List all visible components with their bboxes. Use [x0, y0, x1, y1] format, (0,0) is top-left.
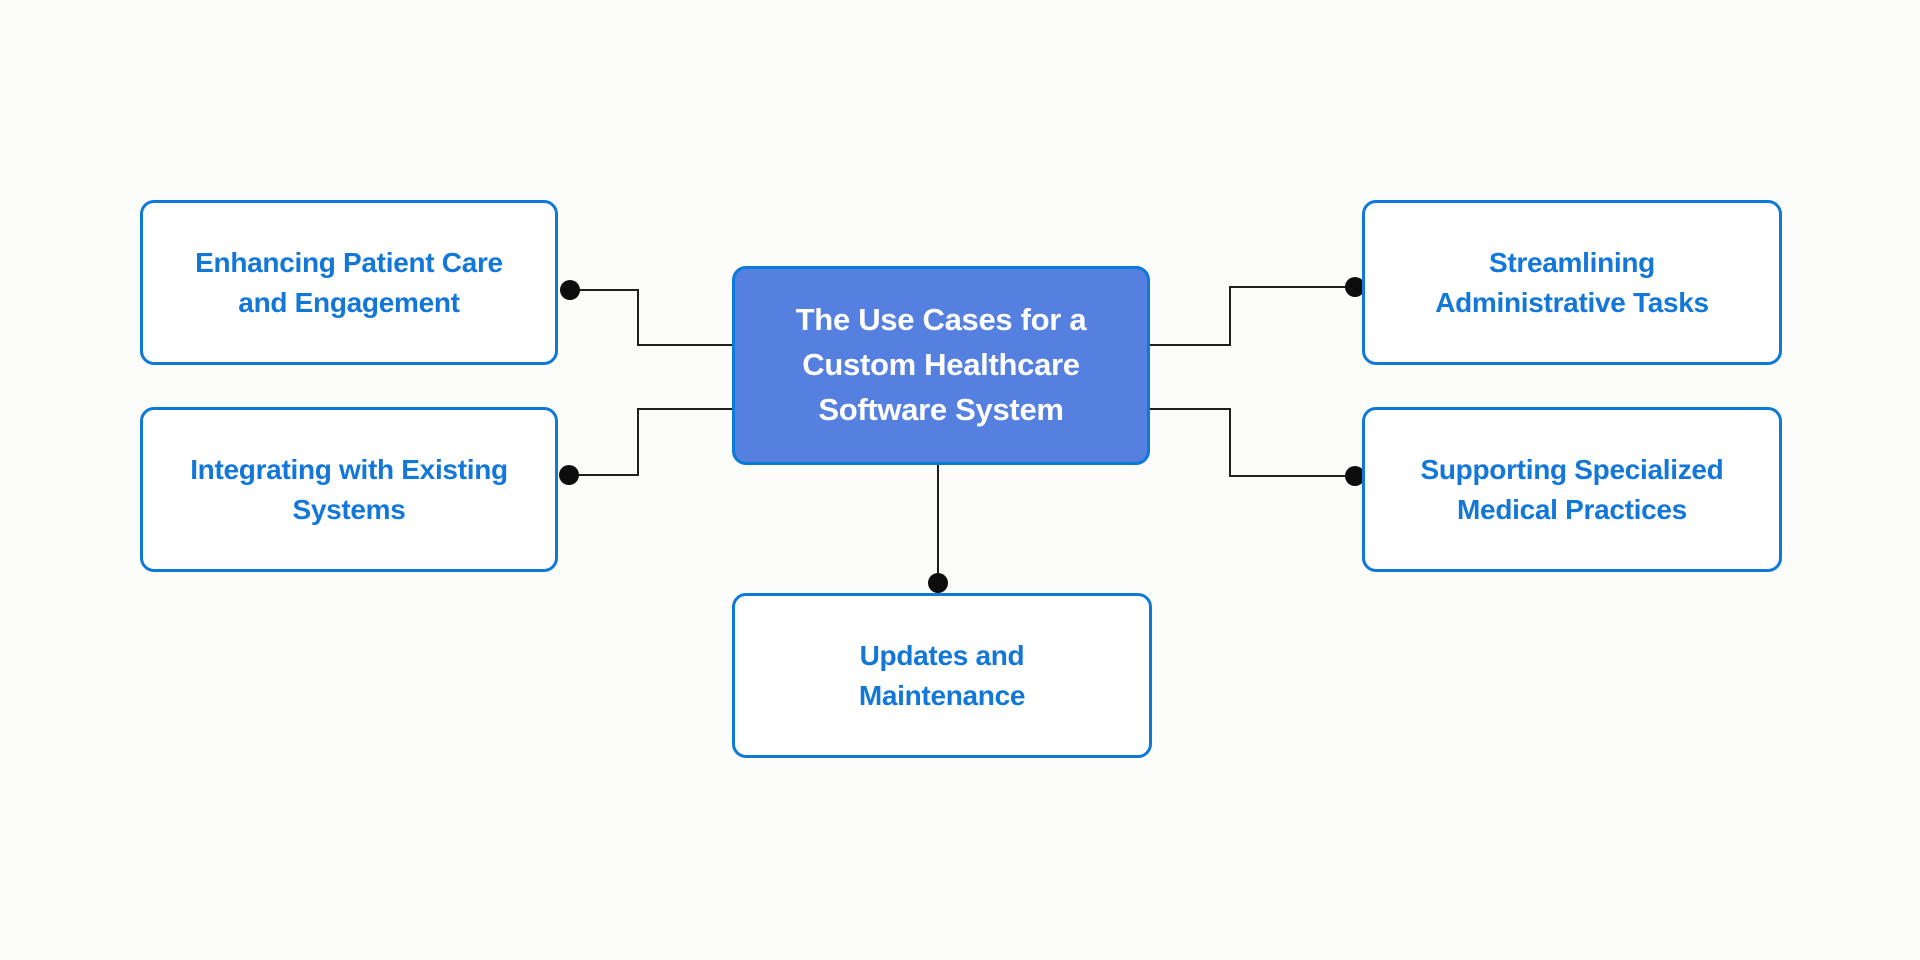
node-label: The Use Cases for a Custom Healthcare So… — [795, 302, 1087, 427]
connector-center-to-bottom-right — [1150, 408, 1355, 477]
connector-dot-bottom-left — [559, 465, 579, 485]
connector-center-to-bottom-left — [569, 408, 732, 476]
node-updates-maintenance[interactable]: Updates and Maintenance — [732, 593, 1152, 758]
node-enhancing-patient-care[interactable]: Enhancing Patient Care and Engagement — [140, 200, 558, 365]
node-label: Enhancing Patient Care and Engagement — [195, 246, 503, 318]
node-streamlining-administrative-tasks[interactable]: Streamlining Administrative Tasks — [1362, 200, 1782, 365]
connector-dot-bottom-right — [1345, 466, 1365, 486]
node-label: Supporting Specialized Medical Practices — [1420, 453, 1724, 525]
node-label: Integrating with Existing Systems — [190, 453, 508, 525]
node-supporting-specialized-practices[interactable]: Supporting Specialized Medical Practices — [1362, 407, 1782, 572]
node-central-topic[interactable]: The Use Cases for a Custom Healthcare So… — [732, 266, 1150, 465]
connector-center-to-top-left — [570, 289, 732, 346]
node-integrating-existing-systems[interactable]: Integrating with Existing Systems — [140, 407, 558, 572]
node-label: Updates and Maintenance — [858, 639, 1026, 711]
node-label: Streamlining Administrative Tasks — [1435, 246, 1709, 318]
connector-dot-bottom-center — [928, 573, 948, 593]
connector-center-to-top-right — [1150, 286, 1355, 346]
connector-dot-top-right — [1345, 277, 1365, 297]
connector-dot-top-left — [560, 280, 580, 300]
